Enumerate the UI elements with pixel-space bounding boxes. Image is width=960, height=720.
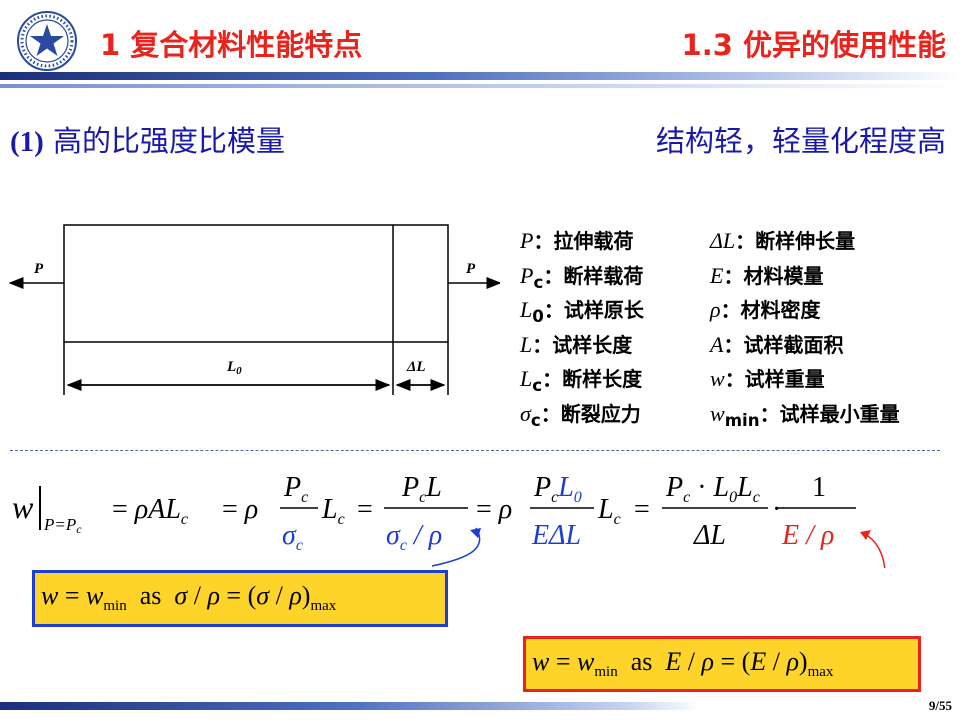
legend-symbol-sub: min <box>724 410 760 430</box>
section-heading-text: 高的比强度比模量 <box>53 124 286 158</box>
legend-desc: ：断样伸长量 <box>735 229 856 253</box>
strength-condition-box: w = wmin as σ / ρ = (σ / ρ)max <box>32 570 448 627</box>
section-tagline: 结构轻，轻量化程度高 <box>655 124 946 158</box>
legend-symbol: L <box>520 331 533 357</box>
specimen-diagram: P P L0 ΔL <box>8 224 500 395</box>
legend-symbol: P <box>520 228 534 253</box>
specimen-bar <box>63 224 449 343</box>
svg-text:E / ρ: E / ρ <box>781 520 834 551</box>
legend-desc: ：试样长度 <box>532 332 633 357</box>
legend-desc: ：拉伸载荷 <box>533 229 634 253</box>
legend-symbol: P <box>520 262 534 288</box>
svg-text:ΔL: ΔL <box>693 520 726 551</box>
red-callout-arrow <box>867 535 886 568</box>
svg-text:= ρ: = ρ <box>222 494 258 525</box>
section-divider <box>10 450 940 451</box>
svg-text:σc: σc <box>282 520 303 554</box>
legend-row: L0：试样原长 ρ：材料密度 <box>520 294 950 329</box>
svg-text:Lc: Lc <box>597 494 621 528</box>
legend-symbol: w <box>710 400 725 426</box>
svg-text:Lc: Lc <box>321 494 345 528</box>
box2-formula: w = wmin as E / ρ = (E / ρ)max <box>532 646 834 681</box>
legend-row: Lc：断样长度 w：试样重量 <box>520 363 950 398</box>
legend-symbol-sub: c <box>533 272 544 292</box>
legend-desc: ：材料密度 <box>720 298 821 322</box>
section-number: (1) <box>10 126 44 158</box>
legend-desc: ：试样原长 <box>543 298 644 322</box>
svg-text:·: · <box>772 494 781 525</box>
legend-desc: ：断样载荷 <box>543 263 644 288</box>
modulus-condition-box: w = wmin as E / ρ = (E / ρ)max <box>523 636 921 692</box>
svg-text:EΔL: EΔL <box>531 520 581 551</box>
legend-desc: ：断样长度 <box>542 367 643 391</box>
legend-row: L：试样长度 A：试样截面积 <box>520 329 950 364</box>
section-heading: (1) 高的比强度比模量 <box>10 118 285 160</box>
dim-label-dL: ΔL <box>406 359 426 375</box>
legend-row: σc：断裂应力 wmin：试样最小重量 <box>520 398 950 433</box>
svg-text:Pc · L0Lc: Pc · L0Lc <box>665 472 760 506</box>
legend-symbol: σ <box>520 400 531 426</box>
svg-text:= ρALc: = ρALc <box>112 494 188 528</box>
dim-label-L0-sub: 0 <box>236 365 242 377</box>
legend-desc: ：材料模量 <box>723 263 824 288</box>
svg-text:=: = <box>634 494 650 525</box>
weight-formula: w P=Pc = ρALc = ρ Pc σc Lc = PcL σc / ρ … <box>12 472 886 568</box>
svg-text:w: w <box>12 489 34 525</box>
header-divider <box>0 72 960 80</box>
force-label-left: P <box>34 261 44 277</box>
header-divider-thin <box>0 84 960 88</box>
legend-symbol: L <box>520 297 533 322</box>
legend-symbol-sub: c <box>532 376 543 395</box>
svg-text:=: = <box>357 494 373 525</box>
svg-text:1: 1 <box>812 472 826 503</box>
legend-symbol-sub: 0 <box>532 307 544 326</box>
legend-symbol: E <box>710 262 724 288</box>
page-number: 9/55 <box>928 698 952 713</box>
svg-text:Pc: Pc <box>283 472 308 506</box>
svg-text:PcL: PcL <box>401 472 442 506</box>
legend-symbol: ΔL <box>710 228 736 253</box>
legend-desc: ：试样重量 <box>724 367 825 391</box>
legend-desc: ：试样截面积 <box>723 332 844 357</box>
university-logo <box>17 11 77 71</box>
legend-row: Pc：断样载荷 E：材料模量 <box>520 260 950 295</box>
svg-text:P=Pc: P=Pc <box>43 515 82 536</box>
force-label-right: P <box>466 261 476 277</box>
footer-divider <box>0 702 700 710</box>
svg-text:= ρ: = ρ <box>476 494 512 525</box>
symbol-legend: P：拉伸载荷 ΔL：断样伸长量 Pc：断样载荷 E：材料模量 L0：试样原长 ρ… <box>520 225 950 432</box>
box1-formula: w = wmin as σ / ρ = (σ / ρ)max <box>41 581 337 615</box>
dim-label-L0: L <box>226 359 236 375</box>
legend-symbol: A <box>710 331 724 357</box>
slide-subtitle: 1.3 优异的使用性能 <box>681 28 946 62</box>
legend-row: P：拉伸载荷 ΔL：断样伸长量 <box>520 225 950 260</box>
svg-text:σc / ρ: σc / ρ <box>386 520 442 554</box>
legend-symbol: ρ <box>710 297 721 322</box>
legend-desc: ：断裂应力 <box>540 401 641 426</box>
legend-symbol: L <box>520 366 533 391</box>
legend-desc: ：试样最小重量 <box>759 401 900 426</box>
svg-text:L0: L0 <box>226 359 242 377</box>
legend-symbol: w <box>710 366 725 391</box>
legend-symbol-sub: c <box>530 410 541 430</box>
slide-title: 1 复合材料性能特点 <box>100 28 363 62</box>
svg-text:PcL0: PcL0 <box>533 472 582 506</box>
